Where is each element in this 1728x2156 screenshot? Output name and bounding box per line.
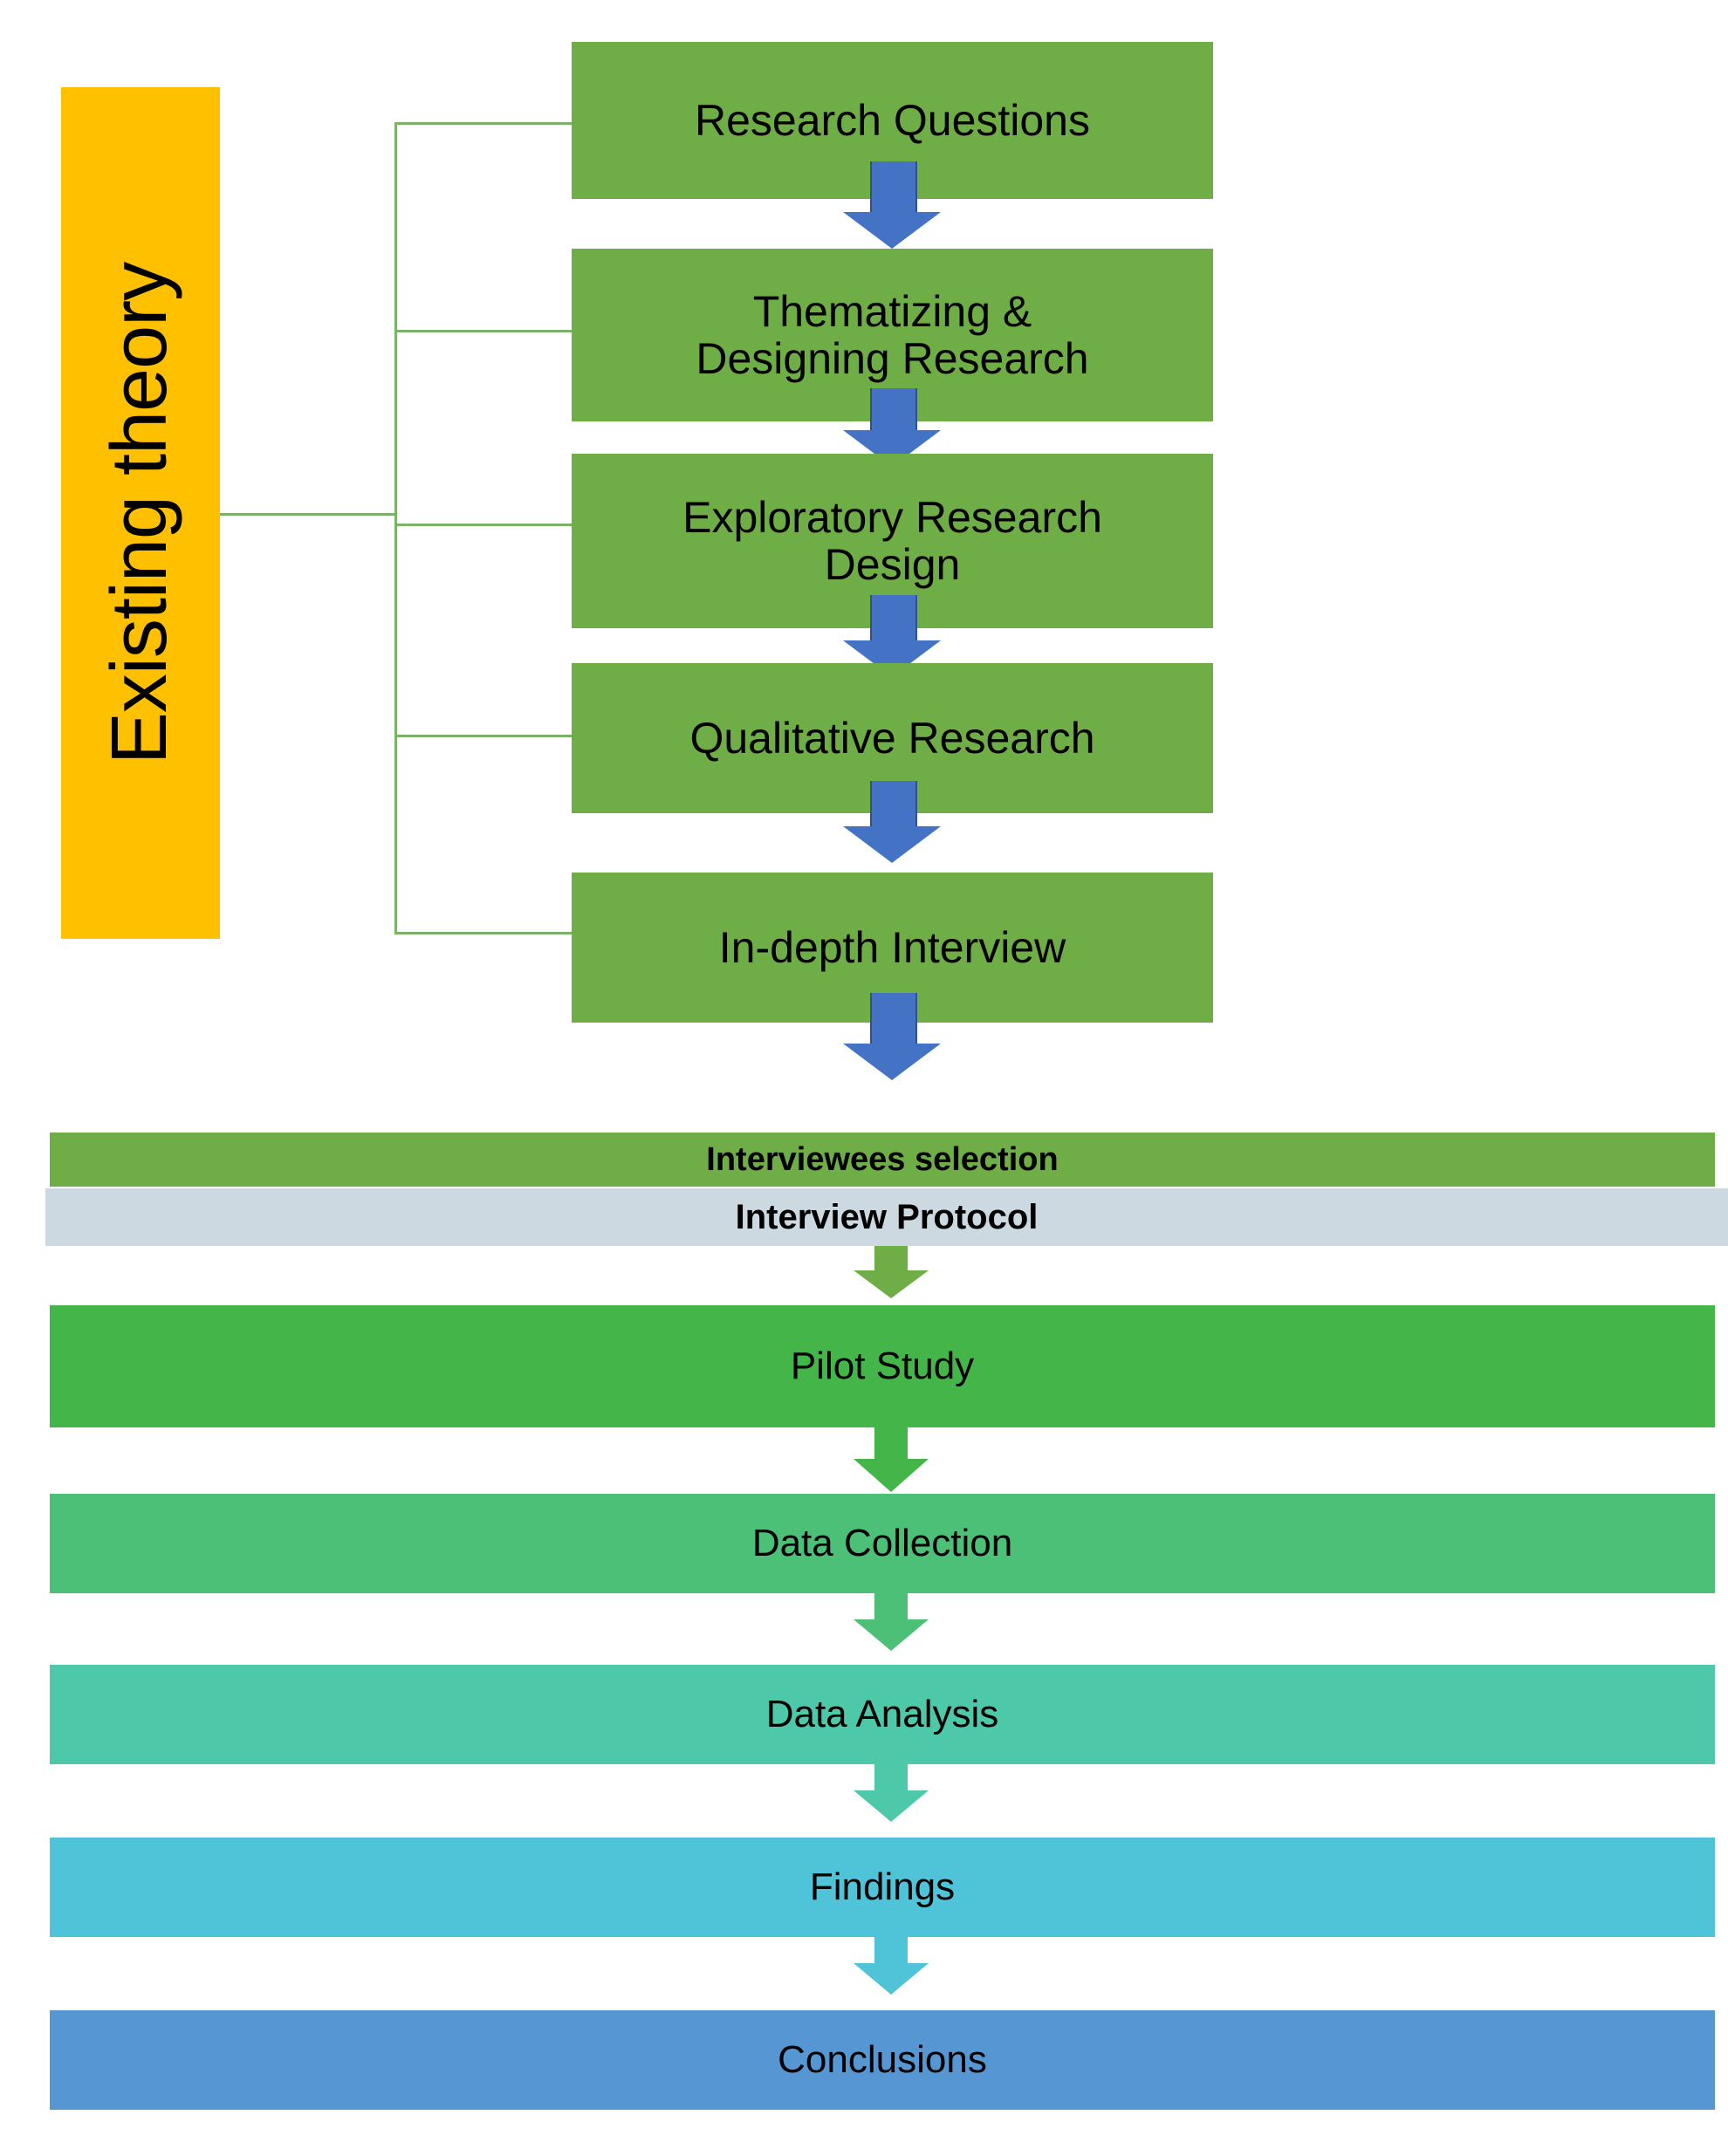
stage-label: Research Questions [694,96,1090,145]
bar-label: Pilot Study [790,1345,975,1387]
bar-conclusions[interactable]: Conclusions [50,2010,1715,2110]
connector-branch-2 [394,330,573,332]
existing-theory-box: Existing theory [61,87,220,939]
bar-data-analysis[interactable]: Data Analysis [50,1665,1715,1764]
existing-theory-label: Existing theory [96,262,184,764]
bar-label: Interviewees selection [706,1140,1059,1178]
connector-trunk [394,122,397,934]
bar-data-collection[interactable]: Data Collection [50,1494,1715,1593]
connector-branch-3 [394,524,573,526]
connector-stem [220,513,396,516]
connector-branch-1 [394,122,573,125]
stage-label-line2: Design [824,540,961,589]
stage-label: In-depth Interview [718,923,1066,972]
stage-label-line1: Thematizing & [752,287,1032,336]
stage-label-line2: Designing Research [696,334,1089,383]
stage-label: Qualitative Research [689,714,1095,763]
connector-branch-5 [394,932,573,934]
bar-label: Interview Protocol [735,1197,1039,1236]
bar-label: Data Collection [751,1522,1013,1564]
bar-pilot-study[interactable]: Pilot Study [50,1305,1715,1427]
stage-box-in-depth-interview[interactable]: In-depth Interview [572,873,1213,1023]
bar-findings[interactable]: Findings [50,1838,1715,1937]
connector-branch-4 [394,735,573,737]
bar-label: Data Analysis [765,1693,999,1735]
bar-label: Conclusions [778,2038,987,2081]
bar-interview-protocol[interactable]: Interview Protocol [45,1188,1728,1246]
bar-label: Findings [809,1865,956,1908]
stage-label-line1: Exploratory Research [682,493,1102,542]
bar-interviewees-selection[interactable]: Interviewees selection [50,1133,1715,1187]
